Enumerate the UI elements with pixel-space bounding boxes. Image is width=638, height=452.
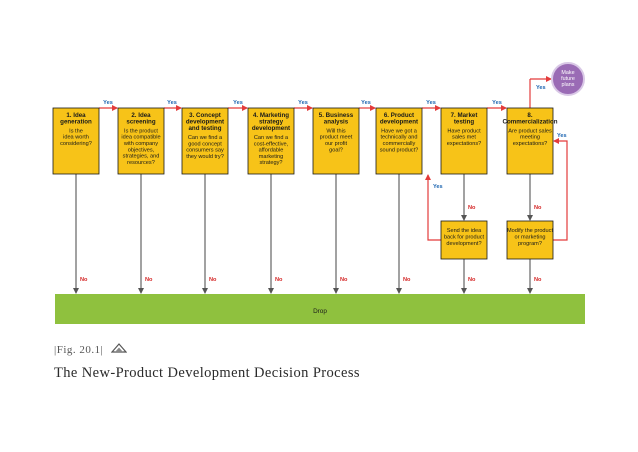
- stage-2-question-line: with company: [123, 141, 158, 147]
- stage-box-1: [52, 107, 100, 175]
- stage-7-title-line: testing: [454, 119, 475, 126]
- stage-6-title-line: 6. Product: [384, 112, 414, 119]
- stage-5-question-line: goal?: [329, 147, 343, 153]
- stage-3-question-line: good concept: [188, 141, 222, 147]
- no-label: No: [340, 277, 348, 283]
- figure-number: |Fig. 20.1|: [54, 343, 127, 356]
- stage-5-title-line: 5. Business: [319, 112, 354, 119]
- stage-box-8: [506, 107, 554, 175]
- stage-box-5: [312, 107, 360, 175]
- stage-5-title-line: analysis: [324, 119, 349, 126]
- feedback-box-2: [506, 220, 554, 260]
- figure-number-text: |Fig. 20.1|: [54, 344, 104, 356]
- stage-4-title-line: strategy: [259, 119, 284, 126]
- figure-title: The New-Product Development Decision Pro…: [54, 365, 360, 381]
- stage-3-question-line: Can we find a: [188, 135, 223, 141]
- yes-label: Yes: [492, 100, 502, 106]
- feedback-1-text-line: development?: [446, 241, 481, 247]
- future-plans-circle: [551, 62, 585, 96]
- feedback-1-text-line: Send the idea: [447, 228, 482, 234]
- stage-6-question-line: technically and: [380, 135, 417, 141]
- stage-1-question-line: Is the: [69, 128, 83, 134]
- stage-8-question-line: Are product sales: [508, 128, 552, 134]
- future-plans-text-line: plans: [562, 82, 575, 88]
- stage-7-question-line: Have product: [447, 128, 481, 134]
- yes-label: Yes: [433, 184, 443, 190]
- feedback-2-text-line: or marketing: [514, 235, 545, 241]
- no-label: No: [534, 277, 542, 283]
- drop-label: Drop: [313, 308, 327, 315]
- stage-6-question-line: Have we got a: [381, 128, 418, 134]
- stage-4-question-line: marketing: [259, 154, 284, 160]
- no-label: No: [145, 277, 153, 283]
- stage-4-title-line: 4. Marketing: [253, 112, 289, 119]
- no-label: No: [403, 277, 411, 283]
- stage-4-question-line: cost-effective,: [254, 141, 289, 147]
- stage-2-question-line: strategies, and: [123, 154, 160, 160]
- stage-box-2: [117, 107, 165, 175]
- stage-8-question-line: meeting: [520, 135, 540, 141]
- triangle-icon: [110, 343, 127, 356]
- feedback-2-text-line: Modify the product: [507, 228, 553, 234]
- yes-label: Yes: [298, 100, 308, 106]
- drop-bar: [55, 294, 585, 324]
- yes-label: Yes: [426, 100, 436, 106]
- stage-6-question-line: commercially: [383, 141, 416, 147]
- stage-3-title-line: and testing: [188, 125, 221, 132]
- stage-box-4: [247, 107, 295, 175]
- feedback-box-1: [440, 220, 488, 260]
- stage-5-question-line: our profit: [325, 141, 348, 147]
- stage-4-question-line: affordable: [259, 148, 284, 154]
- stage-7-question-line: expectations?: [447, 141, 482, 147]
- stage-8-title-line: Commercialization: [502, 119, 557, 126]
- stage-6-question-line: sound product?: [380, 147, 419, 153]
- stage-3-title-line: 3. Concept: [189, 112, 221, 119]
- no-label: No: [534, 205, 542, 211]
- feedback-2-text-line: program?: [518, 241, 542, 247]
- stage-4-title-line: development: [252, 125, 290, 132]
- stage-7-question-line: sales met: [452, 135, 476, 141]
- stage-1-title-line: 1. Idea: [66, 112, 86, 119]
- stage-box-7: [440, 107, 488, 175]
- stage-2-question-line: resources?: [127, 160, 155, 166]
- feedback-1-text-line: back for product: [444, 235, 485, 241]
- stage-1-question-line: considering?: [60, 141, 92, 147]
- stage-7-title-line: 7. Market: [451, 112, 478, 119]
- yes-label: Yes: [536, 85, 546, 91]
- loop-arrow-back-to-stage-8: [553, 138, 568, 241]
- yes-label: Yes: [103, 100, 113, 106]
- future-plans-text-line: future: [561, 76, 575, 82]
- stage-box-3: [181, 107, 229, 175]
- stage-2-question-line: Is the product: [124, 128, 158, 134]
- stage-4-question-line: Can we find a: [254, 135, 289, 141]
- stage-2-question-line: idea compatible: [121, 135, 160, 141]
- no-label: No: [468, 205, 476, 211]
- yes-label: Yes: [233, 100, 243, 106]
- stage-box-6: [375, 107, 423, 175]
- stage-4-question-line: strategy?: [259, 160, 282, 166]
- loop-arrow-back-to-stage-6: [425, 174, 441, 241]
- no-label: No: [468, 277, 476, 283]
- stage-3-question-line: consumers say: [186, 148, 224, 154]
- stage-3-question-line: they would try?: [186, 154, 224, 160]
- stage-2-title-line: screening: [126, 119, 155, 126]
- stage-8-question-line: expectations?: [513, 141, 548, 147]
- no-label: No: [275, 277, 283, 283]
- stage-6-title-line: development: [380, 119, 418, 126]
- future-plans-text-line: Make: [561, 70, 574, 76]
- yes-label: Yes: [361, 100, 371, 106]
- stage-2-question-line: objectives,: [128, 147, 155, 153]
- yes-label: Yes: [167, 100, 177, 106]
- stage-8-title-line: 8.: [527, 112, 532, 119]
- stage-5-question-line: product meet: [320, 135, 353, 141]
- no-label: No: [209, 277, 217, 283]
- stage-2-title-line: 2. Idea: [131, 112, 151, 119]
- yes-label: Yes: [557, 133, 567, 139]
- stage-5-question-line: Will this: [326, 128, 345, 134]
- stage-1-title-line: generation: [60, 119, 92, 126]
- stage-1-question-line: idea worth: [63, 135, 89, 141]
- stage-3-title-line: development: [186, 119, 224, 126]
- no-label: No: [80, 277, 88, 283]
